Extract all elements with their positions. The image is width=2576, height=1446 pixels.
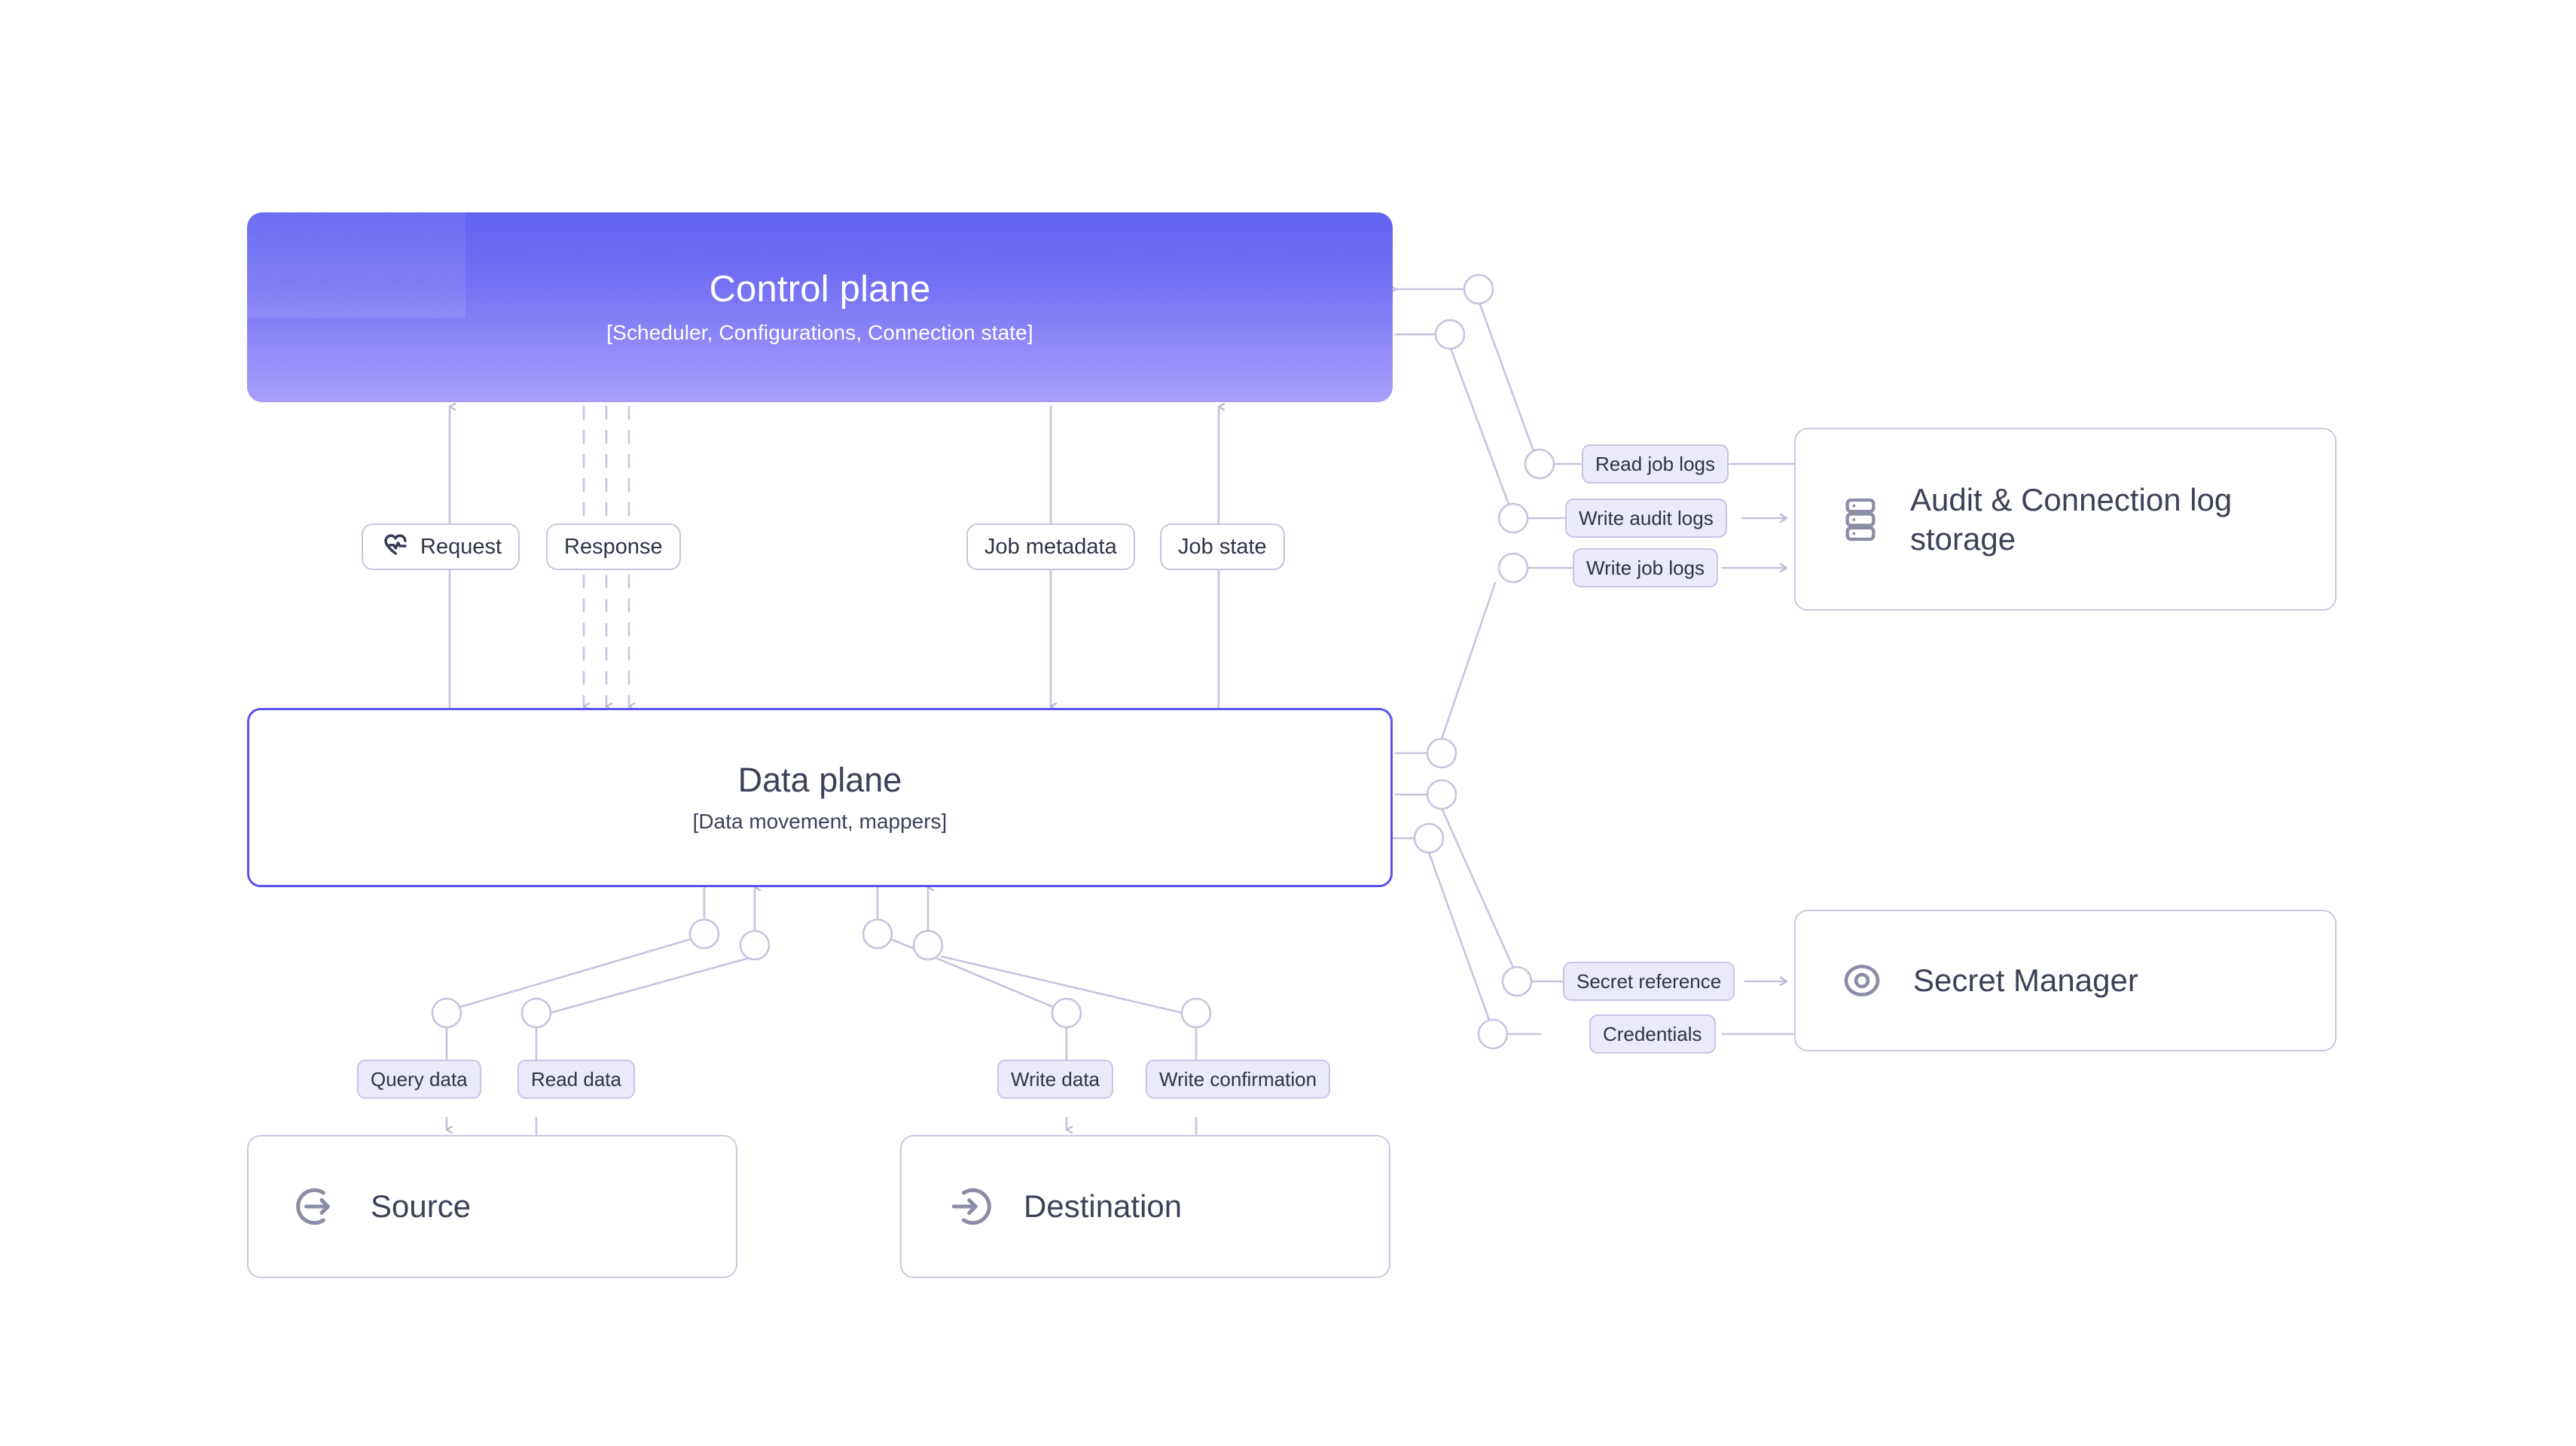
noise-texture xyxy=(247,212,465,318)
edge-label-job-metadata-text: Job metadata xyxy=(984,534,1117,559)
edge-label-request[interactable]: Request xyxy=(362,523,520,570)
source-title: Source xyxy=(371,1188,472,1225)
edge-label-query-data[interactable]: Query data xyxy=(357,1060,481,1099)
edge-label-job-metadata[interactable]: Job metadata xyxy=(966,523,1135,570)
junction-node xyxy=(1051,997,1082,1029)
heart-pulse-icon xyxy=(380,533,410,560)
edge-label-request-text: Request xyxy=(420,534,502,559)
junction-node xyxy=(1463,273,1494,305)
junction-node xyxy=(1426,779,1457,810)
edge-label-write-audit-logs[interactable]: Write audit logs xyxy=(1565,499,1727,538)
junction-node xyxy=(688,918,720,950)
data-plane-node[interactable]: Data plane [Data movement, mappers] xyxy=(247,708,1393,887)
server-stack-icon xyxy=(1841,496,1880,543)
arrow-in-circle-icon xyxy=(948,1185,992,1228)
junction-node xyxy=(1497,502,1529,534)
junction-node xyxy=(1497,552,1529,584)
edge-label-write-confirmation[interactable]: Write confirmation xyxy=(1146,1060,1331,1099)
junction-node xyxy=(1413,822,1445,854)
edge-label-read-job-logs[interactable]: Read job logs xyxy=(1582,444,1729,484)
control-plane-title: Control plane xyxy=(709,269,931,310)
source-node[interactable]: Source xyxy=(247,1135,737,1278)
destination-title: Destination xyxy=(1024,1188,1183,1225)
edge-label-job-state[interactable]: Job state xyxy=(1160,523,1285,570)
edge-label-secret-reference-text: Secret reference xyxy=(1576,970,1722,993)
edge-label-write-job-logs-text: Write job logs xyxy=(1586,557,1705,579)
junction-node xyxy=(1477,1018,1509,1050)
control-plane-subtitle: [Scheduler, Configurations, Connection s… xyxy=(606,320,1033,344)
junction-node xyxy=(520,997,552,1029)
control-plane-node[interactable]: Control plane [Scheduler, Configurations… xyxy=(247,212,1393,402)
edge-label-job-state-text: Job state xyxy=(1178,534,1267,559)
secret-manager-node[interactable]: Secret Manager xyxy=(1794,910,2336,1051)
junction-node xyxy=(1501,966,1533,997)
edge-label-credentials-text: Credentials xyxy=(1603,1023,1702,1045)
audit-log-storage-node[interactable]: Audit & Connection log storage xyxy=(1794,428,2336,611)
data-plane-title: Data plane xyxy=(737,761,902,800)
junction-node xyxy=(1426,737,1457,769)
edge-label-read-data[interactable]: Read data xyxy=(517,1060,635,1099)
arrow-out-circle-icon xyxy=(295,1185,339,1228)
junction-node xyxy=(1524,448,1555,480)
edge-label-write-data-text: Write data xyxy=(1011,1068,1100,1091)
edge-label-write-audit-logs-text: Write audit logs xyxy=(1579,507,1714,529)
junction-node xyxy=(862,918,893,950)
edge-label-credentials[interactable]: Credentials xyxy=(1589,1014,1716,1054)
audit-log-storage-title: Audit & Connection log storage xyxy=(1910,482,2233,557)
target-circles-icon xyxy=(1841,959,1883,1002)
secret-manager-title: Secret Manager xyxy=(1913,962,2138,999)
junction-node xyxy=(739,929,771,961)
junction-node xyxy=(912,929,944,961)
junction-node xyxy=(1434,319,1466,350)
edge-label-write-job-logs[interactable]: Write job logs xyxy=(1573,548,1719,587)
junction-node xyxy=(1180,997,1212,1029)
edge-label-read-job-logs-text: Read job logs xyxy=(1595,453,1715,475)
edge-label-response[interactable]: Response xyxy=(546,523,681,570)
edge-label-query-data-text: Query data xyxy=(371,1068,468,1091)
destination-node[interactable]: Destination xyxy=(900,1135,1390,1278)
junction-node xyxy=(431,997,462,1029)
edge-label-secret-reference[interactable]: Secret reference xyxy=(1563,962,1735,1001)
edge-label-write-confirmation-text: Write confirmation xyxy=(1159,1068,1317,1091)
edge-label-write-data[interactable]: Write data xyxy=(997,1060,1114,1099)
data-plane-subtitle: [Data movement, mappers] xyxy=(692,809,948,833)
edge-label-response-text: Response xyxy=(564,534,663,559)
edge-label-read-data-text: Read data xyxy=(531,1068,621,1091)
